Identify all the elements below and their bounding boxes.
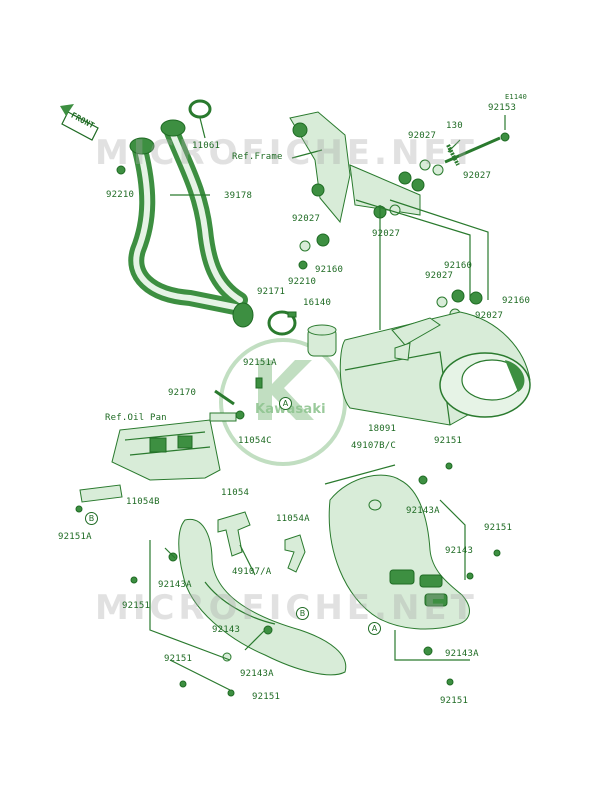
part-label: 92143A	[240, 669, 274, 679]
watermark-bottom: MICROFICHE.NET	[95, 588, 478, 628]
front-arrow-icon	[60, 104, 99, 141]
part-label: Ref.Frame	[232, 152, 283, 162]
part-label: 18091	[368, 424, 397, 434]
part-label: 92151	[164, 654, 193, 664]
part-label: 92153	[488, 103, 517, 113]
logo-text: Kawasaki	[255, 402, 326, 417]
callout-b: B	[85, 512, 98, 525]
part-label: 92143	[212, 625, 241, 635]
left-bolts	[75, 377, 263, 513]
part-label: 92160	[502, 296, 531, 306]
part-label: 92151	[440, 696, 469, 706]
part-label: 11054	[221, 488, 250, 498]
pipe-connector	[307, 324, 337, 357]
part-label: Ref.Oil Pan	[105, 413, 167, 423]
part-label: 92143A	[406, 506, 440, 516]
callout-a: A	[279, 397, 292, 410]
pipe-clamp	[267, 310, 297, 336]
part-label: 92151	[434, 436, 463, 446]
part-label: 92143A	[158, 580, 192, 590]
part-label: 92151A	[58, 532, 92, 542]
part-label: 92171	[257, 287, 286, 297]
exhaust-head-pipe	[128, 119, 254, 328]
part-label: 92160	[315, 265, 344, 275]
heat-shield-right	[328, 474, 470, 656]
part-label: 16140	[303, 298, 332, 308]
part-label: 92027	[463, 171, 492, 181]
nut-icon	[116, 165, 126, 175]
part-label: 39178	[224, 191, 253, 201]
bracket-11054	[217, 511, 251, 557]
oil-pan	[111, 412, 237, 481]
heat-shield-left	[178, 518, 347, 676]
bracket-11054A	[284, 534, 306, 573]
part-label: 92143	[445, 546, 474, 556]
part-label: 11061	[192, 141, 221, 151]
part-label: 92151	[122, 601, 151, 611]
part-label: 92027	[292, 214, 321, 224]
part-label: 49107B/C	[351, 441, 396, 451]
callout-b: B	[296, 607, 309, 620]
part-label: 92027	[475, 311, 504, 321]
upper-right-fasteners	[298, 132, 510, 320]
part-label: 11054B	[126, 497, 160, 507]
part-label: 92027	[425, 271, 454, 281]
leader-lines	[170, 115, 506, 330]
part-label: 92151A	[243, 358, 277, 368]
part-label: 92027	[372, 229, 401, 239]
part-label: 92160	[444, 261, 473, 271]
part-label: 92170	[168, 388, 197, 398]
part-label: 92027	[408, 131, 437, 141]
part-label: 11054C	[238, 436, 272, 446]
frame-bracket	[289, 111, 421, 224]
part-label: 92210	[288, 277, 317, 287]
part-label: 130	[446, 121, 463, 131]
part-label: 92151	[484, 523, 513, 533]
part-label: 92143A	[445, 649, 479, 659]
callout-a: A	[368, 622, 381, 635]
screws	[130, 462, 501, 697]
muffler	[339, 311, 531, 426]
part-label: 92151	[252, 692, 281, 702]
lower-leader-lines	[149, 464, 470, 691]
part-label: 49107/A	[232, 567, 272, 577]
gasket-ring	[188, 99, 212, 119]
part-label: 92210	[106, 190, 135, 200]
kawasaki-logo	[219, 338, 347, 466]
watermark-top: MICROFICHE.NET	[95, 133, 478, 173]
part-label: 11054A	[276, 514, 310, 524]
diagram-code: E1140	[505, 93, 528, 101]
